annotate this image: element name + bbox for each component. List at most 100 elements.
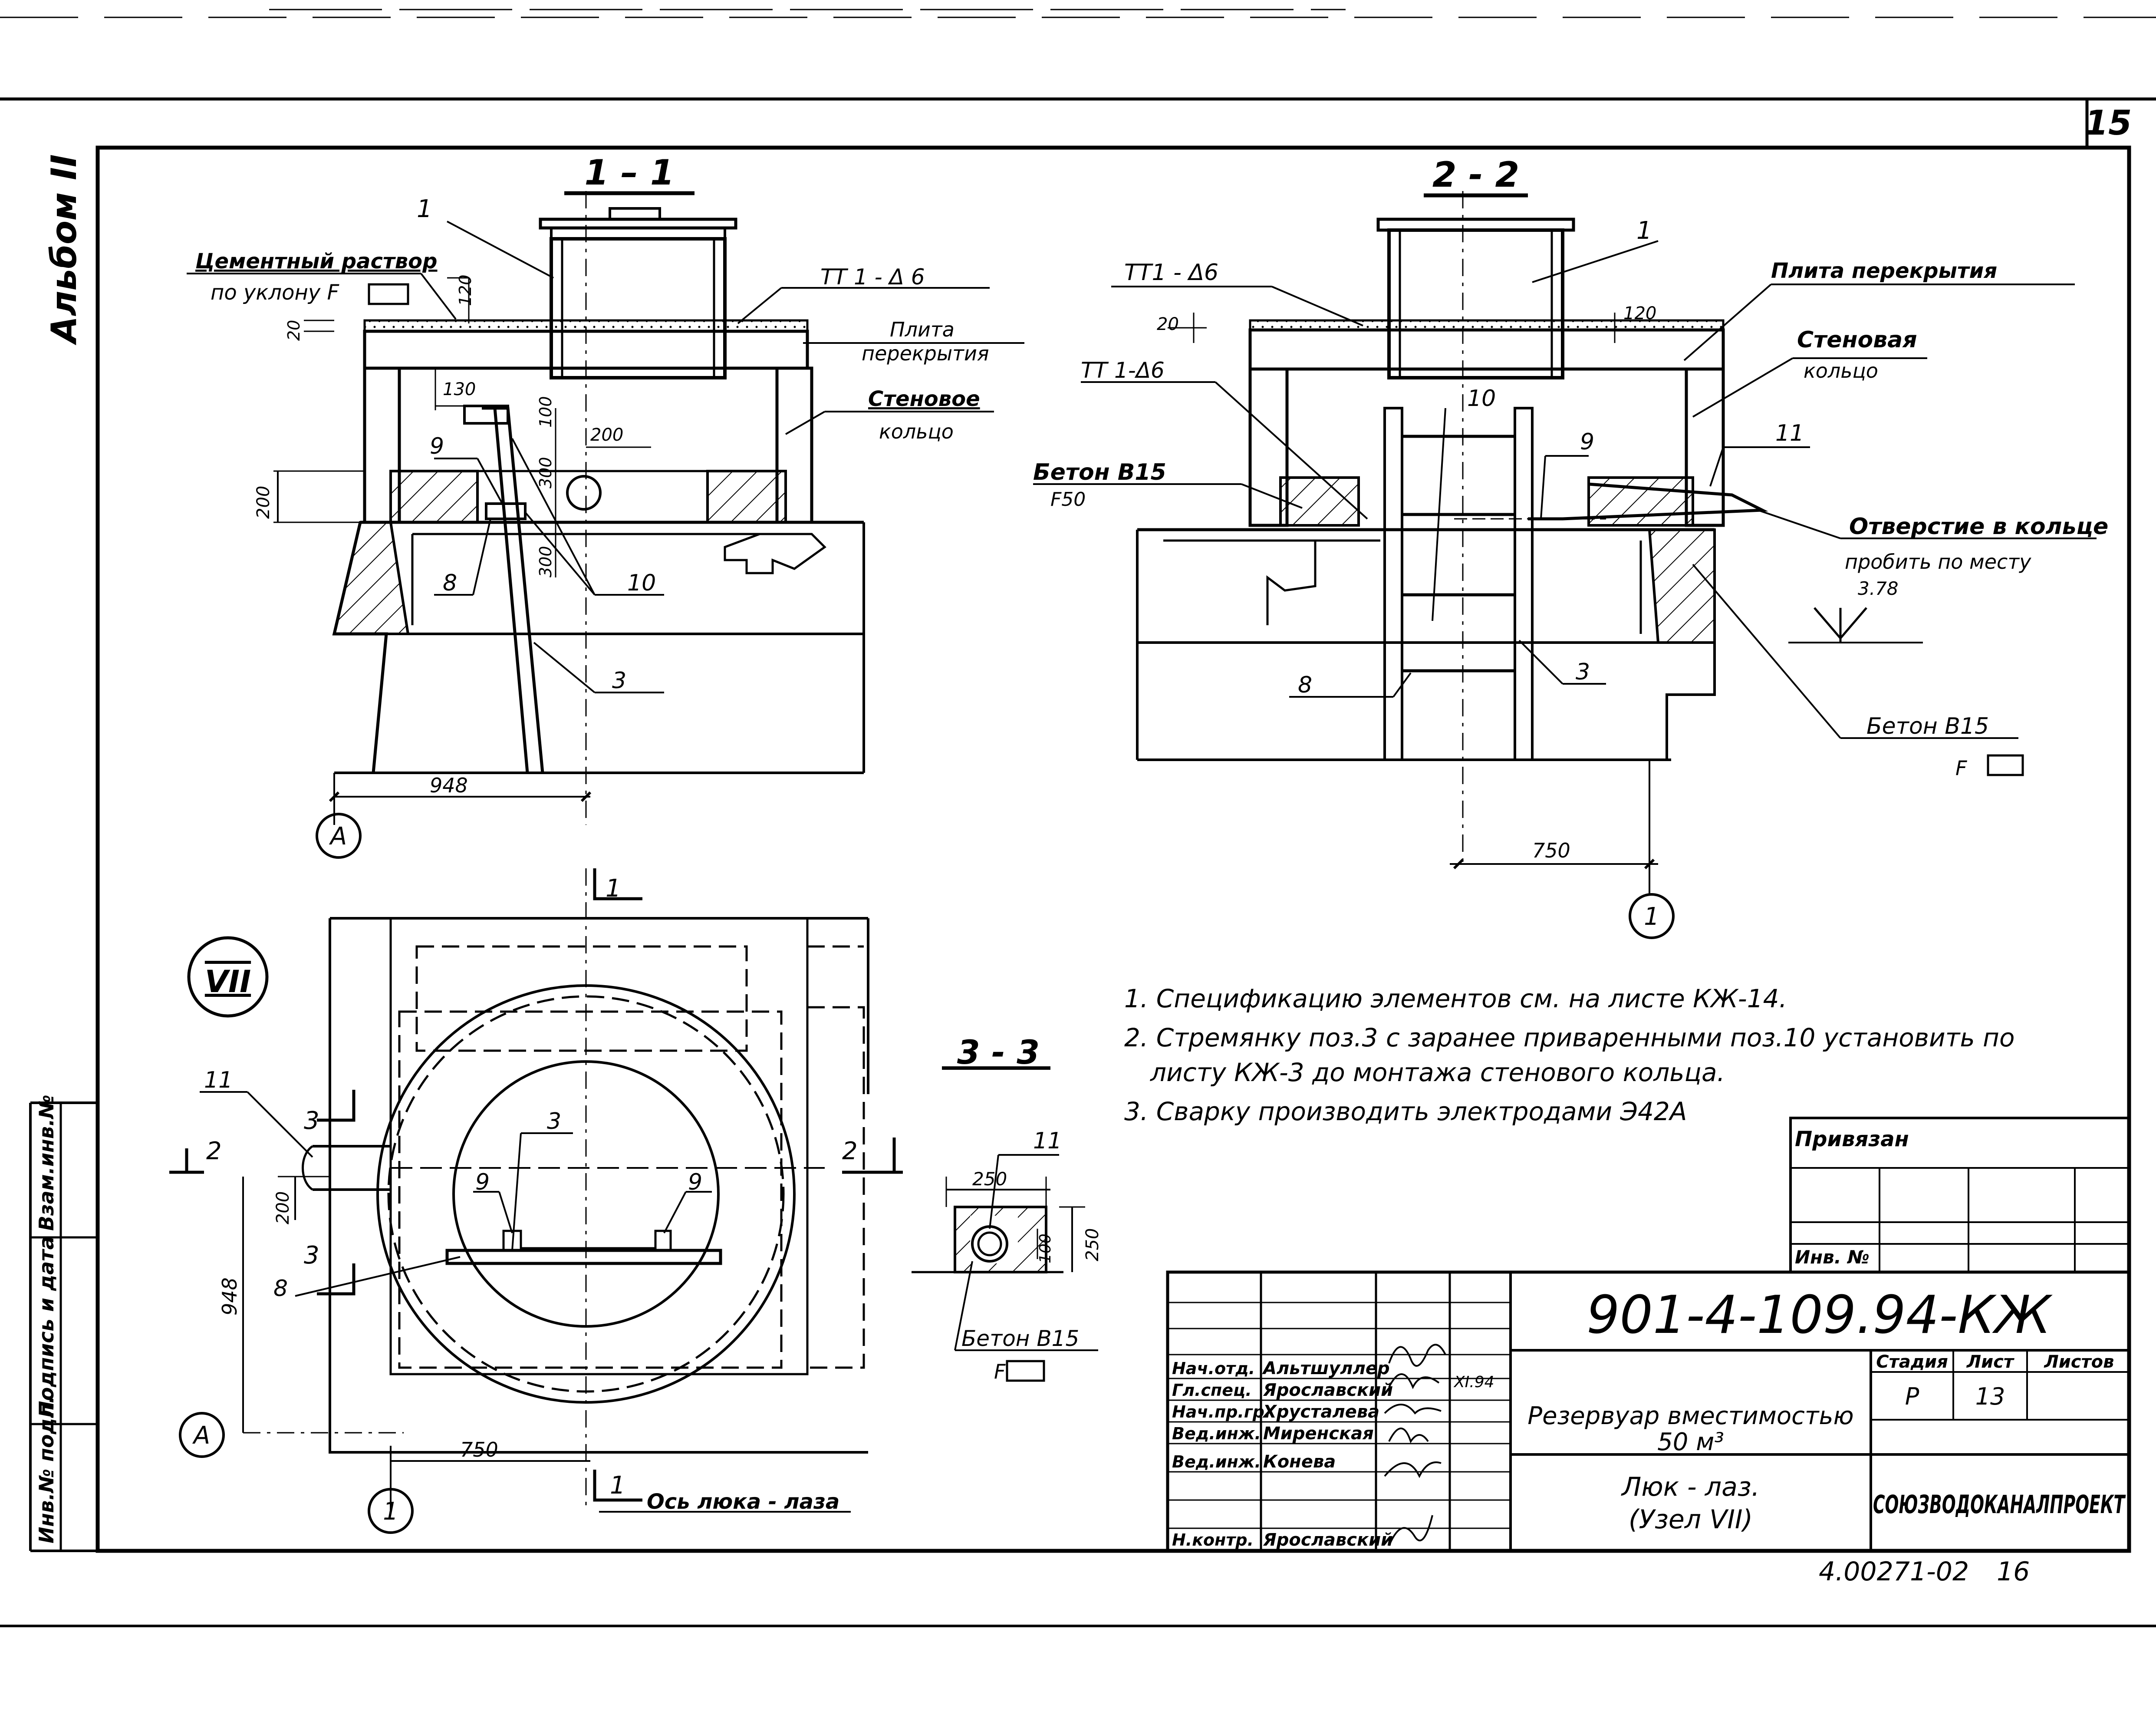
s11-ring-label-2: кольцо: [879, 420, 954, 443]
s22-weld-mid: ТТ 1-Δ6: [1081, 358, 1165, 383]
stamp-name-4: Миренская: [1263, 1424, 1374, 1444]
s22-callout-9: 9: [1580, 429, 1594, 455]
section-2-2-title: 2 - 2: [1432, 155, 1519, 195]
plan-dim-750: 750: [460, 1438, 498, 1461]
s11-slope-label: по уклону F: [211, 280, 340, 305]
s22-callout-1: 1: [1636, 217, 1652, 245]
album-label: Альбом II: [44, 154, 84, 346]
section-2-2-geometry: [1033, 191, 2097, 939]
stamp-date: XI.94: [1453, 1373, 1494, 1391]
s22-callout-8: 8: [1298, 672, 1312, 698]
s11-cement-label: Цементный раствор: [195, 249, 438, 274]
note-2-cont: листу КЖ-3 до монтажа стенового кольца.: [1150, 1058, 1725, 1087]
s11-callout-1: 1: [417, 195, 432, 223]
s22-dim-750: 750: [1532, 839, 1570, 862]
s11-axis-a: A: [329, 822, 347, 851]
s11-dim-948: 948: [430, 774, 468, 797]
s22-callout-11: 11: [1775, 420, 1804, 446]
s33-dim-250-side: 250: [1083, 1228, 1103, 1261]
section-1-1-title: 1 – 1: [584, 152, 674, 193]
s22-level: 3.78: [1858, 578, 1899, 599]
plan-callout-8: 8: [273, 1276, 288, 1302]
stamp-name-5: Конева: [1263, 1452, 1336, 1472]
plan-axis-a: A: [192, 1421, 210, 1450]
stamp-name-2: Ярославский: [1263, 1380, 1393, 1400]
stamp-object-2: 50 м³: [1657, 1428, 1724, 1456]
note-3: 3. Сварку производить электродами Э42А: [1124, 1097, 1687, 1126]
section-3-3-geometry: [912, 1066, 1098, 1382]
s11-dim-300-top: 300: [536, 457, 555, 488]
plan-geometry: [169, 868, 903, 1534]
s22-concrete-bottom: Бетон В15: [1866, 713, 1989, 739]
s11-callout-10: 10: [627, 570, 656, 596]
s33-dim-100: 100: [1037, 1233, 1054, 1263]
s11-callout-8: 8: [443, 570, 457, 596]
s22-callout-3: 3: [1576, 659, 1590, 685]
strip-sign-label: Подпись и дата: [35, 1236, 58, 1418]
s22-punch-label: пробить по месту: [1845, 550, 2031, 574]
plan-dim-948: 948: [218, 1277, 241, 1316]
plan-callout-11: 11: [204, 1067, 233, 1093]
s11-dim-300-bottom: 300: [536, 546, 555, 577]
s11-dim-200-top: 200: [590, 425, 623, 445]
s22-axis-1: 1: [1644, 903, 1659, 931]
stamp-role-2: Гл.спец.: [1172, 1381, 1252, 1400]
s22-concrete-frost: F50: [1050, 488, 1086, 511]
stamp-sheet-value: 13: [1975, 1383, 2005, 1410]
stamp-name-6: Ярославский: [1263, 1530, 1393, 1550]
s11-dim-130: 130: [443, 379, 476, 399]
plan-hatch-axis-label: Ось люка - лаза: [647, 1490, 839, 1514]
s22-hole-label: Отверстие в кольце: [1849, 514, 2108, 540]
sheet-frame: [0, 9, 2156, 1627]
plan-callout-9-right: 9: [688, 1169, 702, 1195]
stamp-stage-value: Р: [1905, 1383, 1919, 1410]
privyazan-inv: Инв. №: [1795, 1246, 1870, 1268]
plan-axis-1: 1: [383, 1497, 398, 1526]
s11-dim-20: 20: [284, 320, 303, 341]
stamp-name-3: Хрусталева: [1262, 1402, 1379, 1422]
stamp-object-1: Резервуар вместимостью: [1527, 1402, 1853, 1430]
title-block-grid: [1166, 1270, 2131, 1553]
s11-callout-9: 9: [430, 433, 444, 459]
s11-callout-3: 3: [612, 668, 626, 694]
s22-callout-10: 10: [1467, 386, 1496, 412]
stamp-code: 901-4-109.94-КЖ: [1587, 1285, 2053, 1345]
stamp-header-sheet: Лист: [1966, 1352, 2015, 1372]
section-1-1-geometry: [187, 191, 1024, 859]
plan-cut-2-right: 2: [842, 1137, 858, 1165]
stamp-header-sheets: Листов: [2044, 1352, 2114, 1372]
s11-plate-label-1: Плита: [890, 318, 955, 341]
privyazan-title: Привязан: [1795, 1127, 1909, 1151]
plan-cut-1-bottom: 1: [610, 1471, 625, 1500]
s22-plate-label: Плита перекрытия: [1771, 259, 1997, 283]
s11-dim-200-side: 200: [253, 486, 273, 519]
stamp-role-5: Вед.инж.: [1172, 1452, 1261, 1471]
sheet-number: 15: [2085, 104, 2132, 143]
stamp-role-6: Н.контр.: [1172, 1530, 1254, 1550]
s33-concrete-label: Бетон В15: [961, 1326, 1079, 1351]
s22-weld-top: ТТ1 - Δ6: [1124, 260, 1218, 286]
s11-ring-label-1: Стеновое: [868, 387, 980, 411]
s33-dim-250-top: 250: [972, 1168, 1007, 1190]
strip-replace-label: Взам.инв.№: [35, 1095, 58, 1231]
s33-callout-11: 11: [1033, 1128, 1062, 1154]
s33-concrete-f: F: [994, 1360, 1006, 1383]
note-2: 2. Стремянку поз.3 с заранее приваренным…: [1124, 1023, 2014, 1052]
plan-node-label: VII: [205, 964, 251, 999]
plan-cut-3-top: 3: [304, 1107, 319, 1135]
note-1: 1. Спецификацию элементов см. на листе К…: [1124, 984, 1787, 1013]
stamp-role-1: Нач.отд.: [1172, 1359, 1255, 1378]
s11-plate-label-2: перекрытия: [862, 342, 989, 365]
stamp-name-1: Альтшуллер: [1262, 1359, 1390, 1378]
plan-callout-3: 3: [547, 1108, 561, 1134]
plan-dim-200: 200: [273, 1191, 293, 1224]
plan-cut-1-top: 1: [606, 874, 621, 903]
s22-dim-20: 20: [1157, 314, 1179, 334]
s11-weld-label: ТТ 1 - Δ 6: [820, 264, 925, 290]
plan-cut-3-bottom: 3: [304, 1241, 319, 1270]
section-3-3-title: 3 - 3: [957, 1033, 1040, 1072]
s22-dim-120: 120: [1623, 303, 1656, 323]
bottom-archive-code: 4.00271-02: [1819, 1556, 1969, 1587]
stamp-role-4: Вед.инж.: [1172, 1424, 1261, 1443]
